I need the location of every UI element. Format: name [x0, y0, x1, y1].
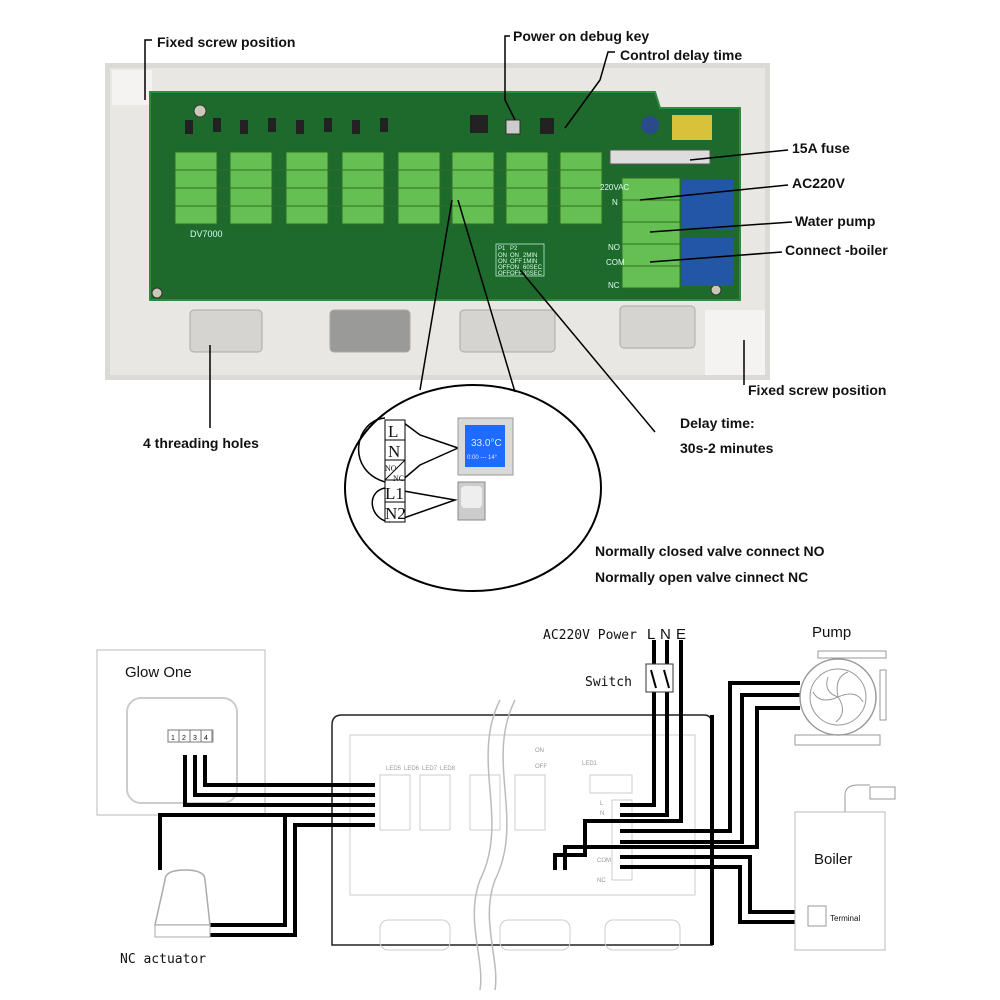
power-terminal-block: [621, 177, 681, 289]
svg-text:LED5: LED5: [386, 766, 402, 772]
svg-text:P2: P2: [510, 246, 518, 252]
power-line-n: N: [660, 626, 671, 643]
inset-term-n2: N2: [385, 504, 406, 523]
pcb-label-n: N: [612, 198, 618, 207]
cut-line: [473, 699, 501, 991]
svg-text:1: 1: [171, 735, 175, 742]
inset-term-no: NO: [385, 464, 397, 473]
terminal-label: Terminal: [830, 914, 860, 923]
photo-annotations: Fixed screw position Power on debug key …: [143, 28, 888, 585]
debug-key: [505, 119, 521, 135]
label-power-debug-key: Power on debug key: [513, 28, 649, 44]
relay-pump: [682, 180, 734, 230]
controller-photo: DV7000 220VAC N: [105, 63, 770, 380]
nc-actuator-label: NC actuator: [120, 952, 206, 967]
nc-actuator-symbol: NC actuator: [120, 869, 211, 967]
boiler-label: Boiler: [814, 851, 852, 868]
leader-lines: [144, 35, 793, 433]
wires: [158, 640, 808, 945]
svg-text:60SEC: 60SEC: [523, 265, 543, 271]
label-no-valve: Normally open valve cinnect NC: [595, 569, 808, 585]
svg-text:ON: ON: [510, 253, 519, 259]
inset-term-nc: NC: [393, 474, 404, 483]
svg-text:OFF: OFF: [510, 259, 522, 265]
thermostat-temp: 33.0°C: [471, 438, 502, 449]
switch-label: Switch: [585, 675, 632, 690]
svg-text:OFF: OFF: [510, 271, 522, 277]
pump-symbol: Pump: [794, 624, 887, 746]
svg-text:COM: COM: [597, 858, 611, 864]
svg-text:L: L: [600, 801, 604, 807]
power-line-l: L: [647, 626, 655, 643]
boiler-symbol: Boiler Terminal: [794, 784, 896, 951]
svg-text:30SEC: 30SEC: [523, 271, 543, 277]
svg-text:LED6: LED6: [404, 766, 420, 772]
svg-text:3: 3: [193, 735, 197, 742]
label-connect-boiler: Connect -boiler: [785, 242, 888, 258]
pcb-label-no: NO: [608, 243, 620, 252]
label-ac220v: AC220V: [792, 175, 846, 191]
screw-post-bottom-right: [705, 310, 765, 375]
svg-text:1MIN: 1MIN: [523, 259, 537, 265]
label-delay-time: Delay time:: [680, 415, 755, 431]
inset-term-l1: L1: [385, 484, 404, 503]
thermostat-time: 0:00 --- 14°: [467, 455, 498, 461]
terminal-inset: L N NO NC L1 N2 33.0°C 0:00 --- 14°: [344, 384, 602, 592]
svg-text:ON: ON: [498, 259, 507, 265]
svg-text:OFF: OFF: [498, 265, 510, 271]
svg-text:2MIN: 2MIN: [523, 253, 537, 259]
screw-post-top-left: [112, 70, 152, 105]
power-label: AC220V Power: [543, 628, 637, 643]
power-source: AC220V Power L N E Switch: [543, 626, 686, 693]
svg-text:ON: ON: [510, 265, 519, 271]
svg-text:LED8: LED8: [440, 766, 456, 772]
svg-text:ON: ON: [498, 253, 507, 259]
svg-text:OFF: OFF: [498, 271, 510, 277]
label-fixed-screw-top: Fixed screw position: [157, 34, 295, 50]
svg-text:P1: P1: [498, 246, 506, 252]
actuator-photo: [457, 481, 486, 521]
label-water-pump: Water pump: [795, 213, 875, 229]
label-nc-valve: Normally closed valve connect NO: [595, 543, 825, 559]
glow-one-thermostat: Glow One 1 2 3 4: [96, 649, 266, 816]
thermostat-photo: 33.0°C 0:00 --- 14°: [457, 417, 514, 476]
svg-text:OFF: OFF: [535, 764, 547, 770]
label-control-delay: Control delay time: [620, 47, 742, 63]
pcb-label-ac: 220VAC: [600, 183, 629, 192]
svg-text:LED7: LED7: [422, 766, 438, 772]
svg-text:N: N: [600, 811, 604, 817]
svg-text:NC: NC: [597, 878, 606, 884]
pcb-label-com: COM: [606, 258, 625, 267]
label-threading-holes: 4 threading holes: [143, 435, 259, 451]
svg-text:4: 4: [204, 735, 208, 742]
relay-boiler: [682, 238, 734, 286]
glow-one-label: Glow One: [125, 664, 192, 681]
inset-term-l: L: [388, 422, 398, 441]
label-delay-range: 30s-2 minutes: [680, 440, 774, 456]
pcb-model-text: DV7000: [190, 229, 223, 239]
zone-terminal-blocks: [174, 151, 603, 225]
pcb-label-nc: NC: [608, 281, 620, 290]
svg-text:2: 2: [182, 735, 186, 742]
svg-text:ON: ON: [535, 748, 544, 754]
label-fixed-screw-bottom: Fixed screw position: [748, 382, 886, 398]
label-fuse: 15A fuse: [792, 140, 850, 156]
fuse: [609, 149, 711, 165]
transformer: [672, 115, 712, 140]
power-line-e: E: [676, 626, 686, 643]
svg-text:LED1: LED1: [582, 761, 598, 767]
threading-holes: [189, 305, 696, 353]
inset-term-n: N: [388, 442, 400, 461]
pcb-board: [150, 92, 740, 300]
pump-label: Pump: [812, 624, 851, 641]
